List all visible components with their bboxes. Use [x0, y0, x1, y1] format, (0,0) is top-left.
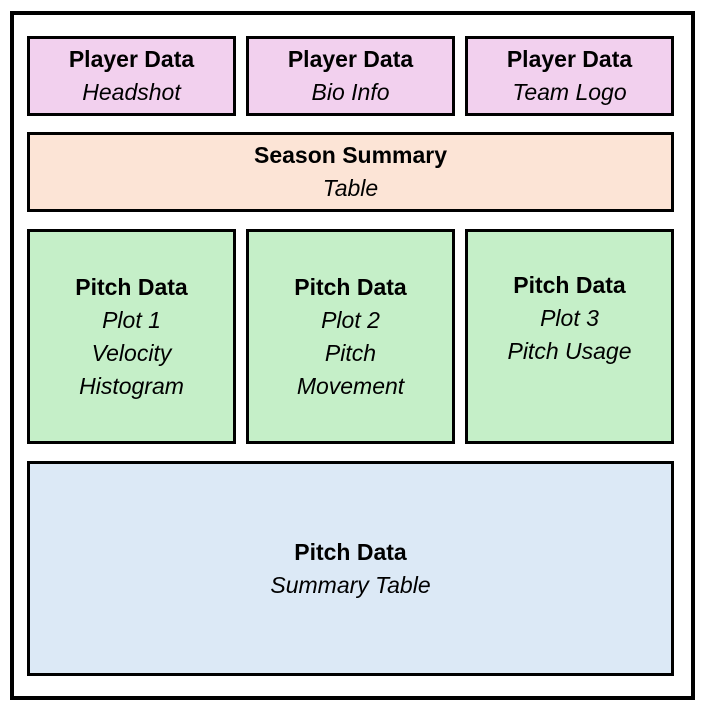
- box-line: Team Logo: [512, 79, 627, 105]
- pitch-plot-1-box: Pitch Data Plot 1 Velocity Histogram: [27, 229, 236, 444]
- box-line: Plot 1: [102, 306, 161, 333]
- box-line: Movement: [296, 372, 405, 399]
- box-line: Histogram: [79, 372, 184, 399]
- box-line: Pitch: [324, 339, 377, 366]
- box-title: Player Data: [68, 46, 195, 72]
- player-team-logo-box: Player Data Team Logo: [465, 36, 674, 116]
- box-title: Player Data: [506, 46, 633, 72]
- box-title: Season Summary: [253, 142, 448, 168]
- box-line: Summary Table: [270, 571, 431, 598]
- box-title: Player Data: [287, 46, 414, 72]
- pitch-summary-table-box: Pitch Data Summary Table: [27, 461, 674, 676]
- box-line: Velocity: [91, 339, 172, 366]
- box-line: Plot 2: [321, 306, 380, 333]
- player-bio-box: Player Data Bio Info: [246, 36, 455, 116]
- box-line: Plot 3: [540, 305, 599, 331]
- pitch-plot-2-box: Pitch Data Plot 2 Pitch Movement: [246, 229, 455, 444]
- box-title: Pitch Data: [294, 538, 407, 565]
- layout-frame: [10, 11, 695, 700]
- box-title: Pitch Data: [75, 273, 188, 300]
- box-line: Table: [322, 175, 379, 201]
- player-headshot-box: Player Data Headshot: [27, 36, 236, 116]
- season-summary-box: Season Summary Table: [27, 132, 674, 212]
- box-title: Pitch Data: [513, 272, 626, 298]
- box-line: Pitch Usage: [507, 338, 632, 364]
- box-line: Headshot: [82, 79, 181, 105]
- pitch-plot-3-box: Pitch Data Plot 3 Pitch Usage: [465, 229, 674, 444]
- box-line: Bio Info: [311, 79, 390, 105]
- box-title: Pitch Data: [294, 273, 407, 300]
